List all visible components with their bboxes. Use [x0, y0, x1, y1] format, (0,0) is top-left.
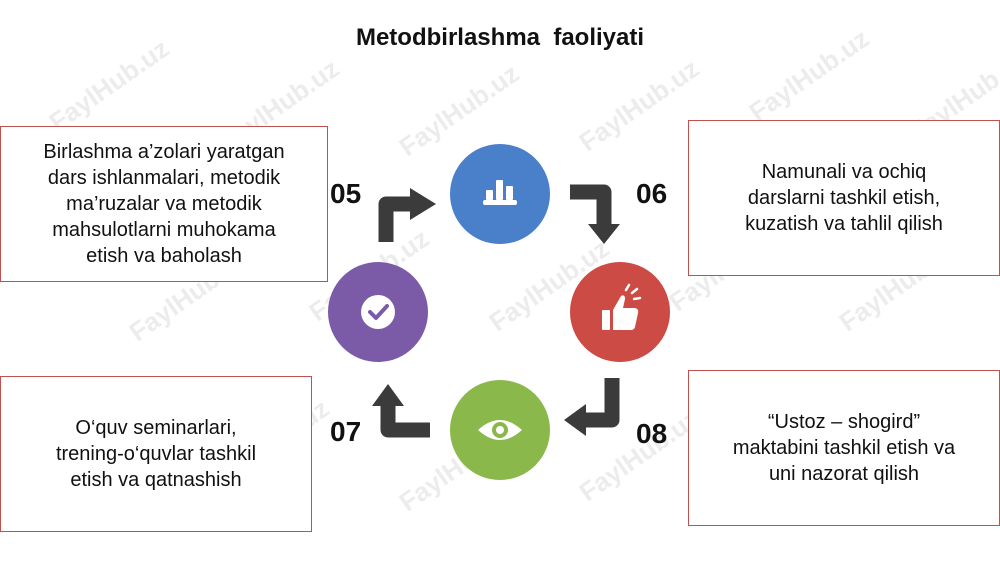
- arrow-07: [380, 404, 430, 438]
- page-title: Metodbirlashma faoliyati: [355, 24, 645, 51]
- item-07-box: O‘quv seminarlari, trening-o‘quvlar tash…: [0, 376, 312, 532]
- item-08-box: “Ustoz – shogird” maktabini tashkil etis…: [688, 370, 1000, 526]
- bar-chart-icon: [483, 180, 517, 205]
- arrow-07-head: [372, 384, 404, 406]
- item-07-number: 07: [330, 416, 362, 447]
- arrow-05-head: [410, 188, 436, 220]
- item-06-number: 06: [636, 178, 668, 209]
- item-06-box: Namunali va ochiq darslarni tashkil etis…: [688, 120, 1000, 276]
- step-circle-red: [570, 262, 670, 362]
- check-icon: [361, 295, 395, 329]
- step-circle-blue: [450, 144, 550, 244]
- item-05-number: 05: [330, 178, 362, 209]
- step-circle-purple: [328, 262, 428, 362]
- item-08-number: 08: [636, 418, 668, 449]
- arrow-08-head: [564, 404, 586, 436]
- item-05-box: Birlashma a’zolari yaratgan dars ishlanm…: [0, 126, 328, 282]
- arrow-08: [584, 378, 620, 428]
- step-circle-green: [450, 380, 550, 480]
- eye-icon: [478, 420, 522, 440]
- thumbs-up-icon: [602, 283, 642, 330]
- arrow-06: [570, 184, 612, 226]
- arrow-06-head: [588, 224, 620, 244]
- arrow-05: [378, 196, 412, 242]
